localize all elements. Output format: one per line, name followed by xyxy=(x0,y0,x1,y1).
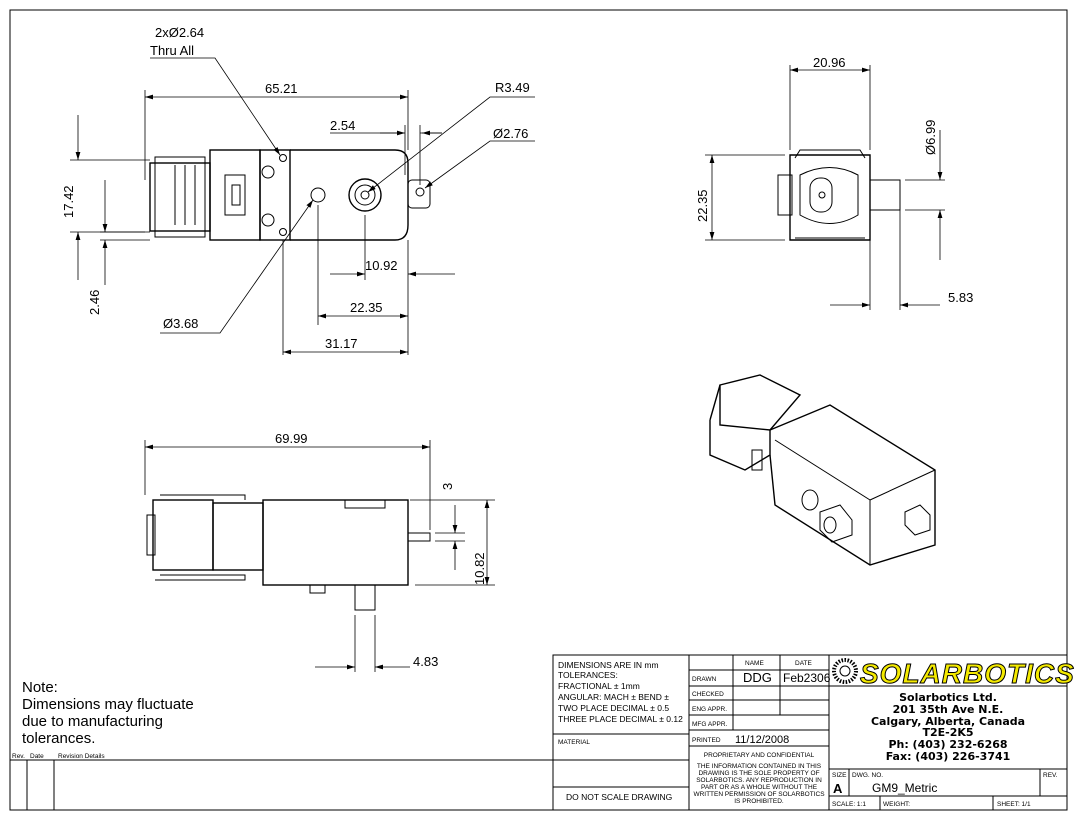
company-address: 201 35th Ave N.E. xyxy=(893,703,1004,716)
side-view: 20.96 22.35 Ø6.99 5.83 xyxy=(695,55,973,310)
dim-65-21: 65.21 xyxy=(265,81,298,96)
proprietary-line: PART OR AS A WHOLE WITHOUT THE xyxy=(701,784,818,791)
dim-2-46: 2.46 xyxy=(87,290,102,315)
company-city: Calgary, Alberta, Canada xyxy=(871,715,1025,728)
proprietary-line: WRITTEN PERMISSION OF SOLARBOTICS xyxy=(693,791,825,798)
dim-4-83: 4.83 xyxy=(413,654,438,669)
tolerance-line: FRACTIONAL ± 1mm xyxy=(558,681,640,691)
weight: WEIGHT: xyxy=(883,801,910,808)
material-label: MATERIAL xyxy=(558,739,590,746)
company-phone: Ph: (403) 232-6268 xyxy=(888,738,1007,751)
tolerance-line: TOLERANCES: xyxy=(558,670,618,680)
note-line: Dimensions may fluctuate xyxy=(22,696,194,713)
tolerance-line: ANGULAR: MACH ± BEND ± xyxy=(558,692,669,702)
name-header: NAME xyxy=(745,660,764,667)
printed-date: 11/12/2008 xyxy=(735,734,789,746)
note-title: Note: xyxy=(22,679,58,696)
proprietary-line: IS PROHIBITED. xyxy=(734,798,784,805)
details-header: Revision Details xyxy=(58,753,105,760)
dim-2-54: 2.54 xyxy=(330,118,355,133)
do-not-scale: DO NOT SCALE DRAWING xyxy=(566,792,672,802)
drawn-date: Feb2306 xyxy=(783,671,831,685)
note-line: tolerances. xyxy=(22,730,95,747)
dim-radius: R3.49 xyxy=(495,80,530,95)
sun-logo-icon xyxy=(832,658,858,684)
top-view: 69.99 3 10.82 4.83 xyxy=(144,431,495,672)
dim-shaft-dia: Ø6.99 xyxy=(923,120,938,155)
note: Note: Dimensions may fluctuate due to ma… xyxy=(22,679,194,747)
dim-17-42: 17.42 xyxy=(61,185,76,218)
proprietary-title: PROPRIETARY AND CONFIDENTIAL xyxy=(704,752,815,759)
date-header: Date xyxy=(30,753,44,760)
dim-22-35: 22.35 xyxy=(350,300,383,315)
dim-20-96: 20.96 xyxy=(813,55,846,70)
tolerance-line: THREE PLACE DECIMAL ± 0.12 xyxy=(558,714,683,724)
proprietary-line: DRAWING IS THE SOLE PROPERTY OF xyxy=(698,770,819,777)
dwg-no-label: DWG. NO. xyxy=(852,772,883,779)
dim-post-dia: Ø3.68 xyxy=(163,316,198,331)
rev-header: Rev. xyxy=(12,753,25,760)
drawn-name: DDG xyxy=(743,670,772,685)
dim-31-17: 31.17 xyxy=(325,336,358,351)
title-block: DIMENSIONS ARE IN mm TOLERANCES: FRACTIO… xyxy=(552,654,1075,811)
hole-callout: 2xØ2.64 xyxy=(155,25,204,40)
note-line: due to manufacturing xyxy=(22,713,163,730)
proprietary-line: THE INFORMATION CONTAINED IN THIS xyxy=(697,763,822,770)
dim-10-92: 10.92 xyxy=(365,258,398,273)
hole-callout-note: Thru All xyxy=(150,43,194,58)
date-header: DATE xyxy=(795,660,813,667)
company-postal: T2E-2K5 xyxy=(922,726,973,739)
isometric-view xyxy=(709,374,936,566)
tolerance-line: TWO PLACE DECIMAL ± 0.5 xyxy=(558,703,669,713)
dim-tab-hole: Ø2.76 xyxy=(493,126,528,141)
sheet-border xyxy=(9,9,1068,811)
dim-side-22-35: 22.35 xyxy=(695,189,710,222)
size-label: SIZE xyxy=(832,772,847,779)
proprietary-line: SOLARBOTICS. ANY REPRODUCTION IN xyxy=(696,777,822,784)
printed-label: PRINTED xyxy=(692,737,721,744)
rev-label: REV. xyxy=(1043,772,1058,779)
scale: SCALE: 1:1 xyxy=(832,801,866,808)
dim-5-83: 5.83 xyxy=(948,290,973,305)
revision-block: Rev. Date Revision Details xyxy=(10,753,553,810)
checked-label: CHECKED xyxy=(692,691,724,698)
dwg-no: GM9_Metric xyxy=(872,781,937,795)
eng-label: ENG APPR. xyxy=(692,706,727,713)
company-name: Solarbotics Ltd. xyxy=(899,691,997,704)
dim-10-82: 10.82 xyxy=(472,552,487,585)
dim-69-99: 69.99 xyxy=(275,431,308,446)
company-fax: Fax: (403) 226-3741 xyxy=(886,750,1011,763)
tolerance-line: DIMENSIONS ARE IN mm xyxy=(558,660,659,670)
drawn-label: DRAWN xyxy=(692,676,717,683)
mfg-label: MFG APPR. xyxy=(692,721,728,728)
size-value: A xyxy=(833,781,843,796)
dim-3: 3 xyxy=(440,483,455,490)
company-logo: SOLARBOTICS xyxy=(860,658,1075,689)
sheet: SHEET: 1/1 xyxy=(997,801,1031,808)
front-view: 65.21 2xØ2.64 Thru All R3.49 2.54 Ø2.76 … xyxy=(61,25,535,355)
